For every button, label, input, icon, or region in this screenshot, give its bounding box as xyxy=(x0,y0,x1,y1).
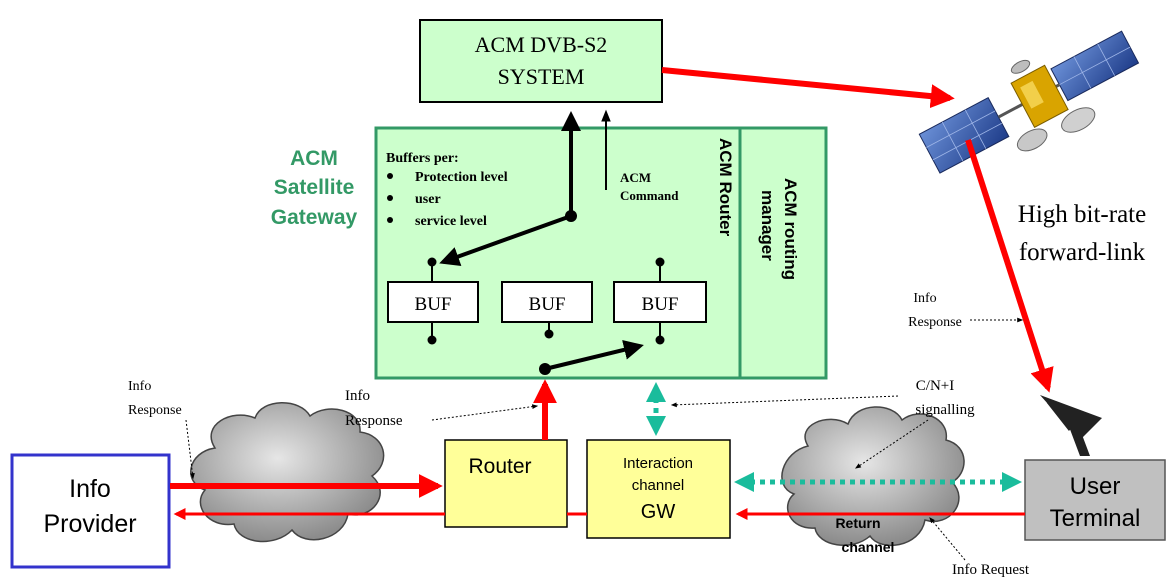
info-response-mid-line1: Info xyxy=(345,388,370,404)
buf-box-2: BUF xyxy=(501,281,593,339)
satellite-icon xyxy=(918,30,1140,174)
bullet-icon xyxy=(387,195,393,201)
router-switch-lines xyxy=(439,109,611,266)
acm-router-label: ACM Router xyxy=(716,138,735,237)
buf-box-3: BUF xyxy=(613,257,707,345)
user-terminal-line2: Terminal xyxy=(1050,505,1141,532)
user-terminal-line1: User xyxy=(1070,473,1121,500)
buf-box-1: BUF xyxy=(387,257,479,345)
routing-manager-line1: ACM routing xyxy=(781,178,800,280)
info-provider-line1: Info xyxy=(69,475,111,503)
cni-line2: signalling xyxy=(915,402,975,418)
gateway-label-line2: Satellite xyxy=(274,176,355,199)
buffers-item-2: user xyxy=(415,192,441,207)
info-request-pointer xyxy=(929,517,966,561)
return-channel-line1: Return xyxy=(835,515,880,531)
acm-dvb-s2-system-box: ACM DVB-S2 SYSTEM xyxy=(419,19,663,103)
cni-line1: C/N+I xyxy=(916,378,954,394)
bullet-icon xyxy=(387,173,393,179)
buffers-item-3: service level xyxy=(415,214,487,229)
acm-system-line2: SYSTEM xyxy=(498,64,585,89)
output-switch-dot xyxy=(539,363,551,375)
info-response-left-line1: Info xyxy=(128,379,151,394)
buf-label-3: BUF xyxy=(642,294,679,315)
acm-command-line1: ACM xyxy=(620,170,651,185)
return-channel-label: Return channel xyxy=(835,515,894,555)
interaction-gw-box: Interaction channel GW xyxy=(586,439,731,539)
acm-command-line2: Command xyxy=(620,188,679,203)
info-response-sat-line1: Info xyxy=(913,291,936,306)
output-switch-arrow xyxy=(544,340,644,371)
buffers-list: Buffers per: Protection level user servi… xyxy=(386,151,508,229)
interaction-gw-line1: Interaction xyxy=(623,455,693,472)
bullet-icon xyxy=(387,217,393,223)
forward-link-line1: High bit-rate xyxy=(1018,201,1146,228)
satellite-to-terminal-arrow xyxy=(965,139,1054,393)
forward-link-line2: forward-link xyxy=(1019,239,1146,266)
info-provider-line2: Provider xyxy=(43,510,136,538)
gateway-label-line1: ACM xyxy=(290,147,338,170)
gateway-label: ACM Satellite Gateway xyxy=(271,147,358,229)
routing-manager-line2: manager xyxy=(758,190,777,261)
buf-label-2: BUF xyxy=(529,294,566,315)
system-to-satellite-arrow xyxy=(661,67,955,109)
info-request-label: Info Request xyxy=(952,562,1030,578)
buf-label-1: BUF xyxy=(415,294,452,315)
info-provider-box: Info Provider xyxy=(10,453,171,569)
router-box: Router xyxy=(444,439,568,528)
cni-signalling-label: C/N+I signalling xyxy=(670,378,975,469)
router-label: Router xyxy=(468,455,531,478)
return-channel-line2: channel xyxy=(842,539,895,555)
info-response-left-line2: Response xyxy=(128,403,182,418)
interaction-gw-line3: GW xyxy=(641,501,676,523)
switch-dot xyxy=(565,210,577,222)
acm-command-label: ACM Command xyxy=(620,170,679,203)
user-terminal-box: User Terminal xyxy=(1024,459,1166,541)
satellite-dish-icon xyxy=(1040,395,1102,456)
info-response-mid-label: Info Response xyxy=(345,388,539,429)
forward-link-label: High bit-rate forward-link xyxy=(1018,201,1146,266)
to-buf1-arrow xyxy=(439,214,572,266)
info-response-left-label: Info Response xyxy=(128,379,195,480)
info-response-sat-label: Info Response xyxy=(908,291,1024,330)
buffers-item-1: Protection level xyxy=(415,170,508,185)
info-response-mid-line2: Response xyxy=(345,413,403,429)
acm-system-line1: ACM DVB-S2 xyxy=(475,32,608,57)
buffers-title: Buffers per: xyxy=(386,151,459,166)
routing-manager-label: ACM routing manager xyxy=(758,178,800,280)
interaction-gw-line2: channel xyxy=(632,477,685,494)
gateway-label-line3: Gateway xyxy=(271,206,358,229)
info-response-sat-line2: Response xyxy=(908,315,962,330)
